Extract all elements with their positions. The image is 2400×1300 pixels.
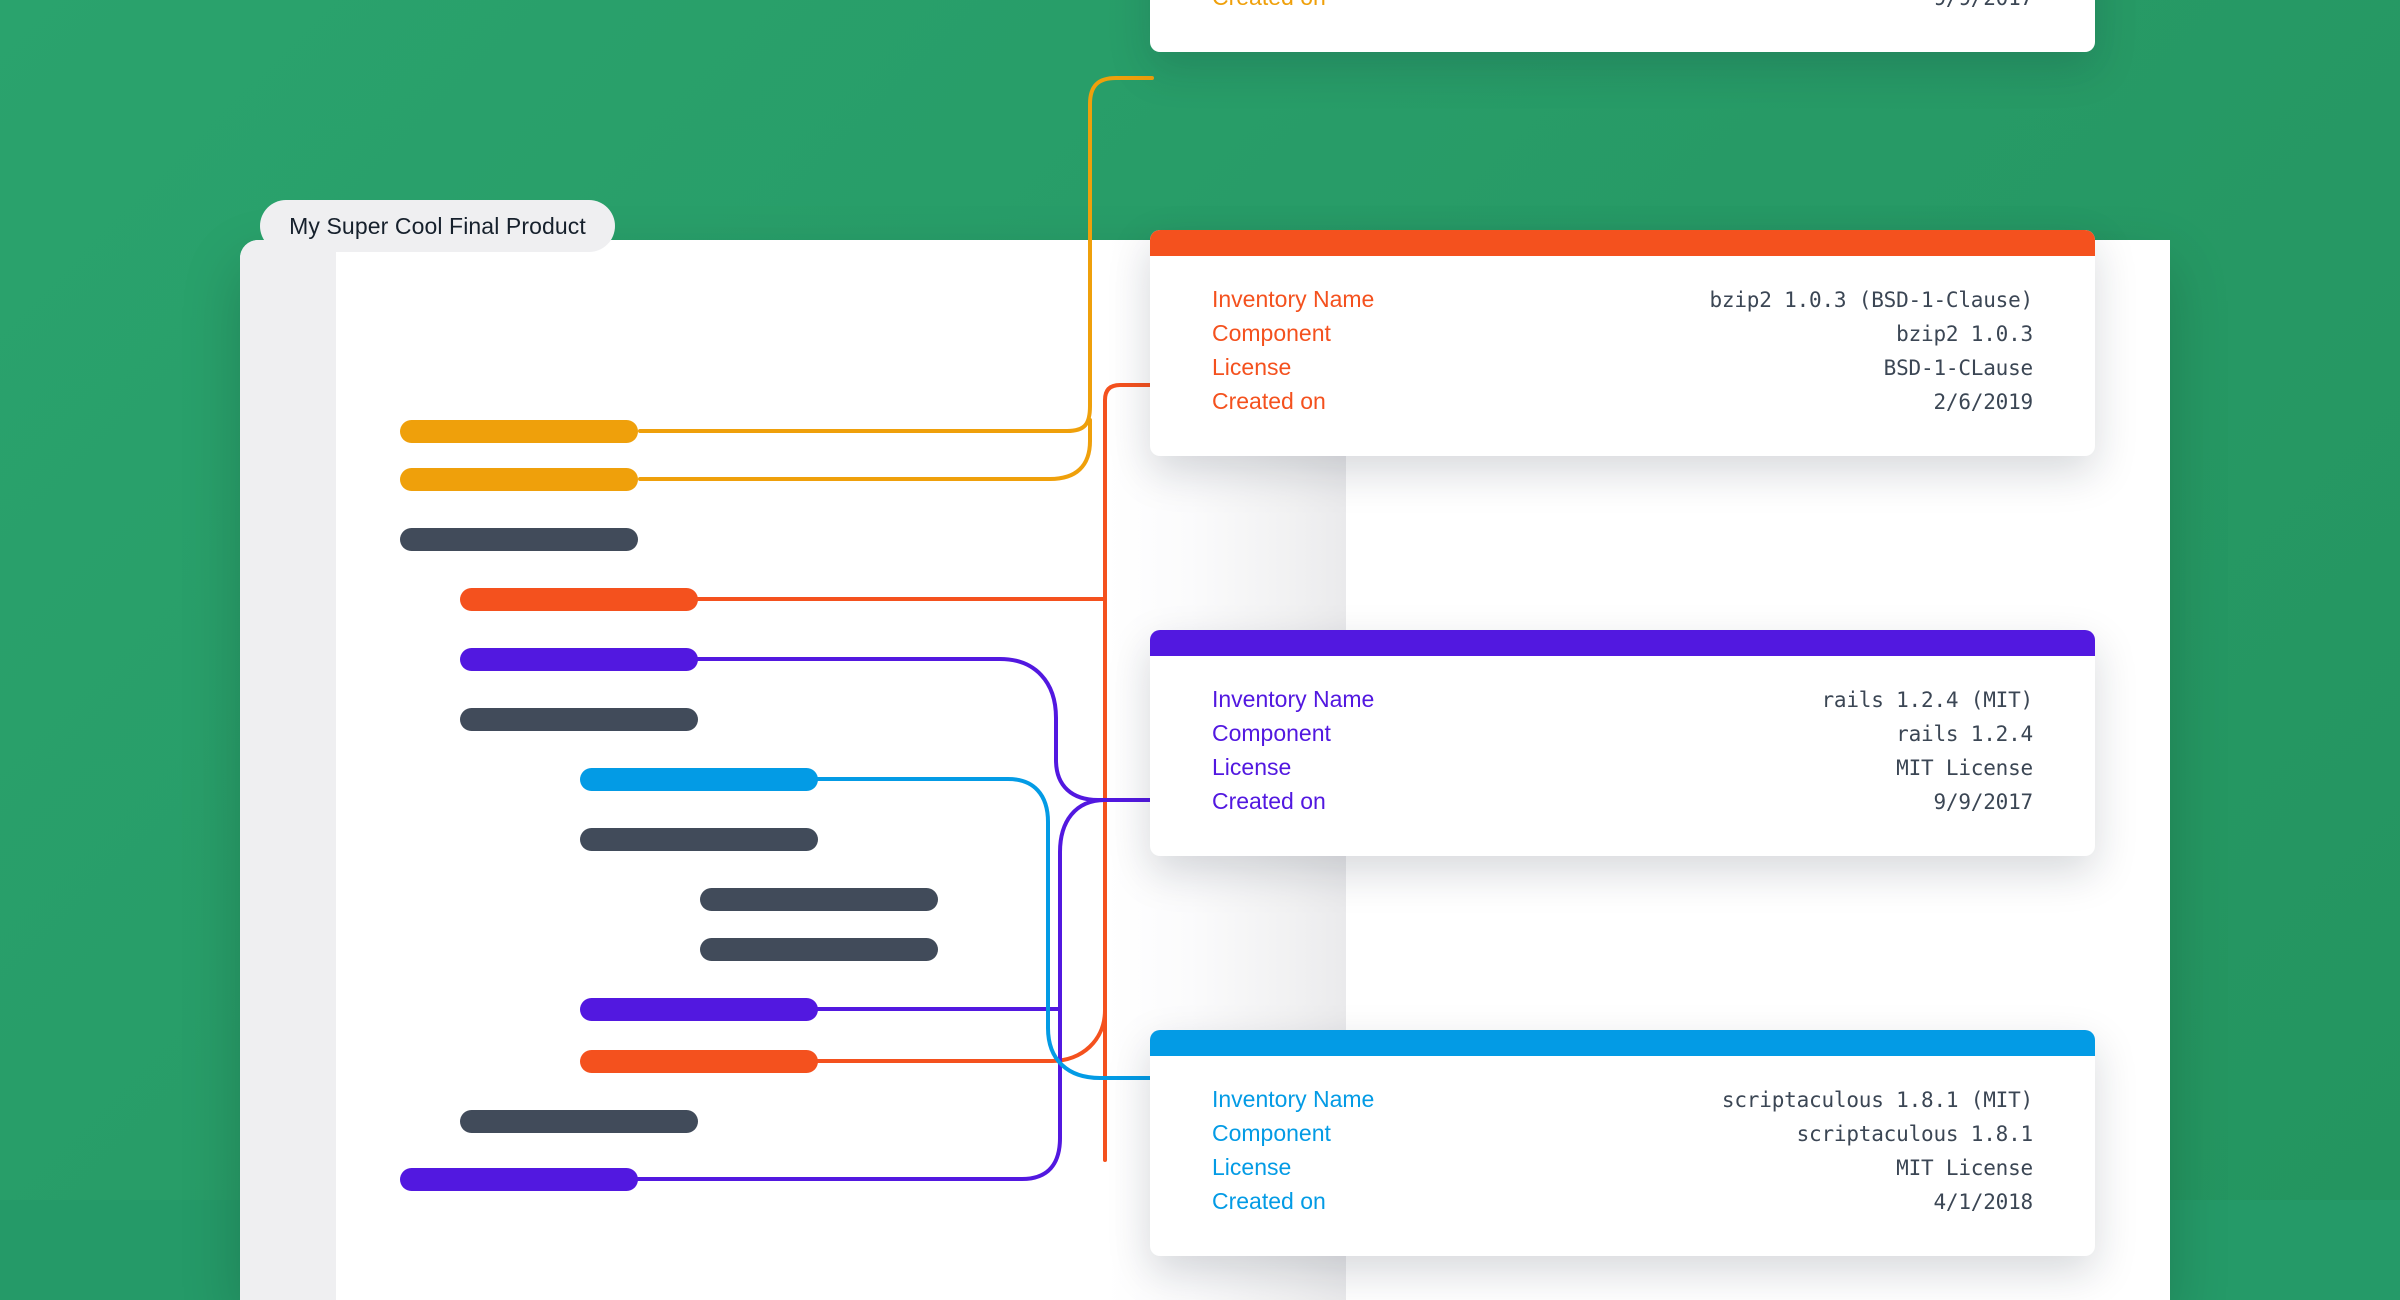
detail-row: Inventory Name bzip2 1.0.3 (BSD-1-Clause): [1212, 286, 2033, 320]
detail-row-label: License: [1212, 354, 1292, 380]
detail-row: Created on 9/9/2017: [1212, 788, 2033, 822]
card-bzip2[interactable]: Inventory Name bzip2 1.0.3 (BSD-1-Clause)…: [1150, 230, 2095, 456]
node-dark-5[interactable]: [700, 938, 938, 961]
detail-row-label: Inventory Name: [1212, 1086, 1375, 1112]
detail-row-label: License: [1212, 1154, 1292, 1180]
card-body: Inventory Name scriptaculous 1.8.1 (MIT) C…: [1150, 1056, 2095, 1256]
detail-row-value: BSD-1-CLause: [1883, 356, 2034, 380]
detail-row: Created on 2/6/2019: [1212, 388, 2033, 422]
detail-row: Component rails 1.2.4: [1212, 720, 2033, 754]
node-orange-1[interactable]: [400, 420, 638, 443]
detail-row-value: 9/9/2017: [1933, 0, 2033, 10]
detail-row: Created on 4/1/2018: [1212, 1188, 2033, 1222]
node-blue-1[interactable]: [580, 768, 818, 791]
card-scriptaculous[interactable]: Inventory Name scriptaculous 1.8.1 (MIT) C…: [1150, 1030, 2095, 1256]
node-dark-3[interactable]: [580, 828, 818, 851]
product-title-text: My Super Cool Final Product: [289, 212, 586, 239]
product-title-pill[interactable]: My Super Cool Final Product: [260, 200, 615, 252]
card-body: Inventory Name bzip2 1.0.3 (BSD-1-Clause)…: [1150, 256, 2095, 456]
node-redorange-2[interactable]: [580, 1050, 818, 1073]
detail-row-value: 9/9/2017: [1933, 790, 2033, 814]
card-apache[interactable]: Componentapache 2.0Licenseapache-2.0Crea…: [1150, 0, 2095, 52]
detail-row-value: 2/6/2019: [1933, 390, 2033, 414]
node-dark-2[interactable]: [460, 708, 698, 731]
card-accent-bar: [1150, 630, 2095, 656]
detail-row-value: 4/1/2018: [1933, 1190, 2033, 1214]
detail-row-label: Created on: [1212, 788, 1326, 814]
card-accent-bar: [1150, 1030, 2095, 1056]
detail-row: Component bzip2 1.0.3: [1212, 320, 2033, 354]
node-purple-2[interactable]: [580, 998, 818, 1021]
node-orange-2[interactable]: [400, 468, 638, 491]
detail-row-value: bzip2 1.0.3: [1896, 322, 2033, 346]
node-redorange-1[interactable]: [460, 588, 698, 611]
card-body: Componentapache 2.0Licenseapache-2.0Crea…: [1150, 0, 2095, 52]
detail-row: Inventory Name rails 1.2.4 (MIT): [1212, 686, 2033, 720]
detail-row-label: Component: [1212, 320, 1331, 346]
detail-row: License MIT License: [1212, 754, 2033, 788]
detail-row-value: rails 1.2.4 (MIT): [1821, 688, 2033, 712]
detail-row-value: scriptaculous 1.8.1 (MIT): [1721, 1088, 2033, 1112]
detail-row-value: scriptaculous 1.8.1: [1796, 1122, 2034, 1146]
panel-left-rail: [240, 240, 336, 1300]
detail-row-label: Inventory Name: [1212, 286, 1375, 312]
card-accent-bar: [1150, 230, 2095, 256]
detail-row-label: License: [1212, 754, 1292, 780]
detail-row-label: Created on: [1212, 1188, 1326, 1214]
detail-row-label: Component: [1212, 1120, 1331, 1146]
detail-row-label: Inventory Name: [1212, 686, 1375, 712]
detail-row: Component scriptaculous 1.8.1: [1212, 1120, 2033, 1154]
detail-row: License MIT License: [1212, 1154, 2033, 1188]
detail-row-label: Created on: [1212, 388, 1326, 414]
detail-row: License BSD-1-CLause: [1212, 354, 2033, 388]
detail-row-value: bzip2 1.0.3 (BSD-1-Clause): [1709, 288, 2033, 312]
node-dark-6[interactable]: [460, 1110, 698, 1133]
detail-row-label: Component: [1212, 720, 1331, 746]
detail-row-value: MIT License: [1896, 1156, 2033, 1180]
detail-row: Inventory Name scriptaculous 1.8.1 (MIT): [1212, 1086, 2033, 1120]
node-purple-3[interactable]: [400, 1168, 638, 1191]
card-rails[interactable]: Inventory Name rails 1.2.4 (MIT) Component…: [1150, 630, 2095, 856]
node-dark-1[interactable]: [400, 528, 638, 551]
detail-row-value: MIT License: [1896, 756, 2033, 780]
detail-row-value: rails 1.2.4: [1896, 722, 2033, 746]
card-body: Inventory Name rails 1.2.4 (MIT) Component…: [1150, 656, 2095, 856]
detail-row: Created on 9/9/2017: [1212, 0, 2033, 18]
node-dark-4[interactable]: [700, 888, 938, 911]
detail-row-label: Created on: [1212, 0, 1326, 11]
node-purple-1[interactable]: [460, 648, 698, 671]
